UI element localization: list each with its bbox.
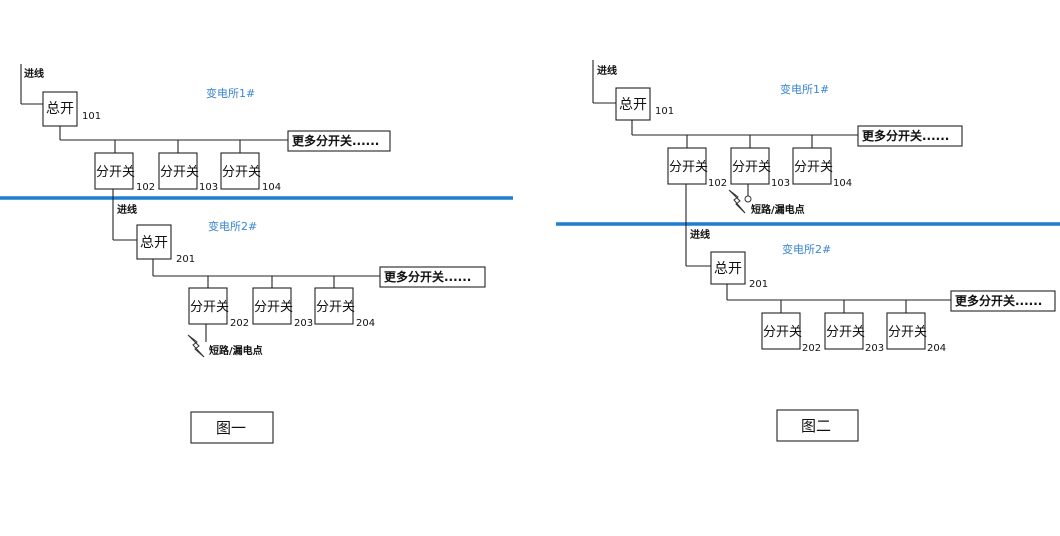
station-2-label-b: 变电所2# xyxy=(782,242,831,256)
branch-switch-102b-number: 102 xyxy=(708,178,727,189)
main-switch-201[interactable] xyxy=(136,224,172,260)
branch-switch-104[interactable] xyxy=(220,152,260,190)
branch-switch-204b-number: 204 xyxy=(927,343,946,354)
branch-switch-204-label: 分开关 xyxy=(316,300,355,315)
figure-caption-1: 图一 xyxy=(216,419,246,437)
branch-switch-102[interactable] xyxy=(94,152,134,190)
branch-switch-204-number: 204 xyxy=(356,318,375,329)
caption-box-1 xyxy=(190,411,274,444)
more-switches-1b: 更多分开关...... xyxy=(862,128,949,143)
fault-label-1: 短路/漏电点 xyxy=(209,344,263,357)
branch-switch-203-label: 分开关 xyxy=(254,300,293,315)
branch-switch-103b-label: 分开关 xyxy=(732,160,771,175)
incoming-label-1b: 进线 xyxy=(597,64,617,77)
caption-box-2 xyxy=(776,409,859,442)
branch-switch-103-label: 分开关 xyxy=(160,165,199,180)
lightning-fault-icon-b xyxy=(728,189,746,214)
branch-switch-202b-number: 202 xyxy=(802,343,821,354)
fault-point-icon xyxy=(744,195,752,203)
main-switch-101-label: 总开 xyxy=(46,101,74,117)
more-switches-box-2 xyxy=(379,266,486,288)
branch-switch-204b-label: 分开关 xyxy=(888,325,927,340)
main-switch-201-label: 总开 xyxy=(140,235,168,251)
main-switch-201b-number: 201 xyxy=(749,279,768,290)
branch-switch-103b-number: 103 xyxy=(771,178,790,189)
branch-switch-103[interactable] xyxy=(158,152,198,190)
branch-switch-202b[interactable] xyxy=(761,312,801,350)
branch-switch-104b[interactable] xyxy=(792,147,832,185)
branch-switch-202b-label: 分开关 xyxy=(763,325,802,340)
more-switches-box-1b xyxy=(857,125,963,147)
branch-switch-103-number: 103 xyxy=(199,182,218,193)
branch-switch-203-number: 203 xyxy=(294,318,313,329)
branch-switch-203b-label: 分开关 xyxy=(826,325,865,340)
branch-switch-104-label: 分开关 xyxy=(222,165,261,180)
branch-switch-102-label: 分开关 xyxy=(96,165,135,180)
more-switches-box-2b xyxy=(950,290,1056,312)
figure-caption-2: 图二 xyxy=(801,417,831,435)
station-2-label: 变电所2# xyxy=(208,219,257,233)
station-1-label: 变电所1# xyxy=(206,86,255,100)
lightning-fault-icon xyxy=(187,334,205,358)
main-switch-101b-number: 101 xyxy=(655,106,674,117)
figure-2: 进线 变电所1# 总开 101 更多分开关...... 分开关 102 分开关 … xyxy=(556,60,1060,442)
figure-1: 进线 变电所1# 总开 101 更多分开关...... 分开关 102 分开关 … xyxy=(0,64,513,444)
more-switches-box-1 xyxy=(287,130,391,152)
branch-switch-102b-label: 分开关 xyxy=(669,160,708,175)
incoming-label-2: 进线 xyxy=(117,203,137,216)
branch-switch-203[interactable] xyxy=(252,287,292,325)
main-switch-101-number: 101 xyxy=(82,111,101,122)
branch-switch-202-label: 分开关 xyxy=(190,300,229,315)
main-switch-101b-label: 总开 xyxy=(619,97,647,113)
branch-switch-203b-number: 203 xyxy=(865,343,884,354)
incoming-label-2b: 进线 xyxy=(690,228,710,241)
more-switches-2: 更多分开关...... xyxy=(384,269,471,284)
main-switch-101[interactable] xyxy=(42,91,78,127)
branch-switch-203b[interactable] xyxy=(824,312,864,350)
branch-switch-102b[interactable] xyxy=(667,147,707,185)
more-switches-1: 更多分开关...... xyxy=(292,133,379,148)
main-switch-201-number: 201 xyxy=(176,254,195,265)
main-switch-201b[interactable] xyxy=(710,251,746,285)
fault-label-2: 短路/漏电点 xyxy=(751,203,805,216)
more-switches-2b: 更多分开关...... xyxy=(955,293,1042,308)
branch-switch-202-number: 202 xyxy=(230,318,249,329)
branch-switch-103b[interactable] xyxy=(730,147,770,185)
incoming-label-1: 进线 xyxy=(24,67,44,80)
branch-switch-204b[interactable] xyxy=(886,312,926,350)
branch-switch-104-number: 104 xyxy=(262,182,281,193)
main-switch-201b-label: 总开 xyxy=(714,261,742,277)
branch-switch-104b-number: 104 xyxy=(833,178,852,189)
station-1-label-b: 变电所1# xyxy=(780,82,829,96)
main-switch-101b[interactable] xyxy=(615,87,651,121)
branch-switch-202[interactable] xyxy=(188,287,228,325)
branch-switch-104b-label: 分开关 xyxy=(794,160,833,175)
branch-switch-102-number: 102 xyxy=(136,182,155,193)
branch-switch-204[interactable] xyxy=(314,287,354,325)
